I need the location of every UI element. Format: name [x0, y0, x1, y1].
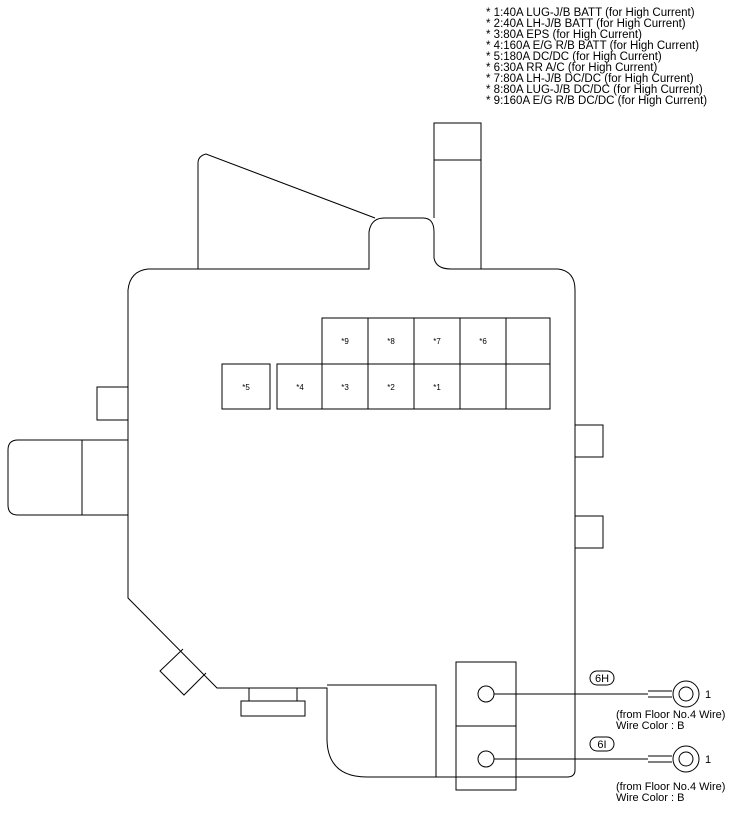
ring-terminal-lower-inner: [678, 751, 694, 767]
left-large-tab: [7, 439, 128, 516]
right-tab-upper: [575, 424, 604, 458]
terminal-stud-upper: [477, 685, 495, 703]
fuse-label-1: *1: [433, 383, 441, 392]
ring-terminal-lower-outer: [672, 745, 700, 773]
fuse-label-5: *5: [242, 383, 250, 392]
housing-top-left-bump: [197, 153, 376, 269]
legend-item-8: * 8:80A LUG-J/B DC/DC (for High Current): [486, 84, 703, 96]
legend-item-6: * 6:30A RR A/C (for High Current): [486, 62, 658, 74]
wire-note-upper-line1: (from Floor No.4 Wire): [616, 709, 725, 721]
terminal-stud-lower: [477, 750, 495, 768]
pin-number-upper: 1: [705, 689, 711, 701]
housing-top-tab: [433, 122, 482, 269]
fuse-label-9: *9: [341, 337, 349, 346]
fuse-label-7: *7: [433, 337, 441, 346]
bottom-connector: [240, 688, 306, 717]
legend-item-1: * 1:40A LUG-J/B BATT (for High Current): [486, 7, 695, 19]
left-small-tab: [96, 386, 128, 421]
legend-item-2: * 2:40A LH-J/B BATT (for High Current): [486, 18, 686, 30]
fuse-cell-empty-top: [505, 317, 551, 365]
pin-number-lower: 1: [705, 754, 711, 766]
legend-item-5: * 5:180A DC/DC (for High Current): [486, 51, 662, 63]
fuse-cell-5: [221, 363, 271, 410]
fuse-cell-empty-bottom-1: [459, 363, 507, 410]
fuse-legend: * 1:40A LUG-J/B BATT (for High Current) …: [486, 7, 708, 107]
connector-tag-6h-outline: [589, 670, 615, 686]
wire-note-lower-line2: Wire Color : B: [616, 792, 684, 804]
legend-item-9: * 9:160A E/G R/B DC/DC (for High Current…: [486, 95, 708, 107]
fuse-grid: [221, 317, 551, 410]
fuse-label-4: *4: [296, 383, 304, 392]
legend-item-3: * 3:80A EPS (for High Current): [486, 29, 642, 41]
fuse-label-2: *2: [387, 383, 395, 392]
connector-tag-6h: 6H: [595, 673, 609, 685]
fuse-label-8: *8: [387, 337, 395, 346]
right-tab-lower: [575, 515, 604, 549]
fuse-label-6: *6: [479, 337, 487, 346]
legend-item-4: * 4:160A E/G R/B BATT (for High Current): [486, 40, 700, 52]
fuse-label-3: *3: [341, 383, 349, 392]
legend-item-7: * 7:80A LH-J/B DC/DC (for High Current): [486, 73, 694, 85]
ring-terminal-upper-outer: [672, 680, 700, 708]
connector-tag-6i: 6I: [597, 739, 606, 751]
connector-tag-6i-outline: [589, 736, 615, 752]
fuse-cell-empty-bottom-2: [505, 363, 551, 410]
main-housing-outline: [127, 217, 576, 778]
ring-terminal-upper-inner: [678, 686, 694, 702]
wire-note-lower-line1: (from Floor No.4 Wire): [616, 781, 725, 793]
wire-note-upper-line2: Wire Color : B: [616, 720, 684, 732]
housing-inner-divider: [327, 684, 437, 777]
terminal-block-lower: [455, 725, 517, 791]
bottom-left-tab: [159, 648, 207, 696]
